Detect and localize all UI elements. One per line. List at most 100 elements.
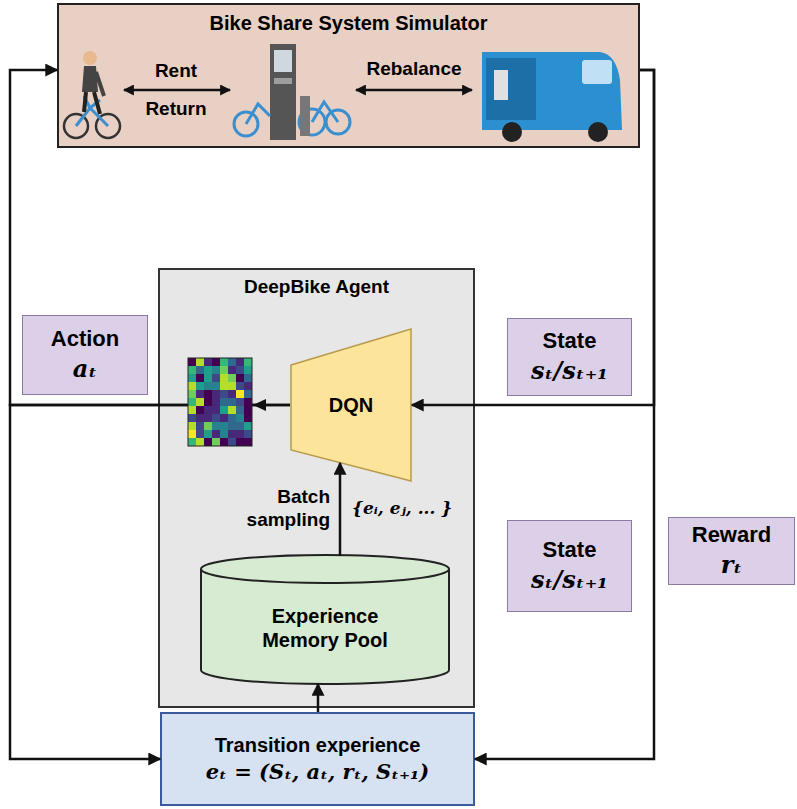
van-icon-part bbox=[588, 122, 608, 142]
heatmap-cells-part bbox=[188, 366, 196, 374]
box-label: Action bbox=[51, 326, 119, 352]
bike-station-icon-part bbox=[246, 102, 338, 124]
heatmap-cells-part bbox=[188, 398, 196, 406]
heatmap-cells-part bbox=[196, 382, 204, 390]
heatmap-cells-part bbox=[220, 406, 228, 414]
heatmap-cells-part bbox=[244, 438, 252, 446]
heatmap-cells-part bbox=[212, 422, 220, 430]
heatmap-cells-part bbox=[204, 374, 212, 382]
heatmap-cells-part bbox=[236, 406, 244, 414]
heatmap-cells-part bbox=[220, 414, 228, 422]
heatmap-cells-part bbox=[244, 374, 252, 382]
heatmap-cells-part bbox=[188, 358, 252, 446]
transition-box: Transition experienceeₜ = (Sₜ, aₜ, rₜ, S… bbox=[160, 712, 475, 806]
heatmap-cells-part bbox=[196, 390, 204, 398]
flow-label: Batch sampling bbox=[228, 486, 330, 532]
arrow-label: Rent bbox=[130, 60, 222, 83]
heatmap-cells-part bbox=[228, 398, 236, 406]
heatmap-cells-part bbox=[212, 406, 220, 414]
van-icon-part bbox=[582, 60, 612, 84]
heatmap-cells-part bbox=[236, 430, 244, 438]
heatmap-cells-part bbox=[188, 390, 196, 398]
flow-arrow bbox=[10, 70, 290, 405]
van-icon-part bbox=[502, 122, 522, 142]
heatmap-cells-part bbox=[228, 390, 236, 398]
heatmap-cells-part bbox=[244, 430, 252, 438]
heatmap-cells-part bbox=[228, 438, 236, 446]
heatmap-cells-part bbox=[236, 390, 244, 398]
heatmap-cells-part bbox=[220, 358, 228, 366]
math-symbol: eₜ = (Sₜ, aₜ, rₜ, Sₜ₊₁) bbox=[206, 759, 430, 784]
heatmap-cells-part bbox=[196, 374, 204, 382]
cyclist-icon-part bbox=[96, 72, 104, 96]
heatmap-cells-part bbox=[236, 422, 244, 430]
heatmap-cells-part bbox=[188, 406, 196, 414]
bike-station-icon bbox=[234, 44, 350, 140]
heatmap-cells-part bbox=[212, 438, 220, 446]
heatmap-cells-part bbox=[188, 422, 196, 430]
heatmap-cells-part bbox=[196, 406, 204, 414]
math-symbol: rₜ bbox=[721, 551, 743, 580]
heatmap-cells-part bbox=[228, 422, 236, 430]
math-symbol: sₜ/sₜ₊₁ bbox=[531, 357, 608, 386]
box-title: Bike Share System Simulator bbox=[210, 11, 488, 35]
heatmap-cells-part bbox=[196, 422, 204, 430]
math-symbol: aₜ bbox=[73, 355, 97, 384]
heatmap-cells-part bbox=[220, 422, 228, 430]
heatmap-cells-part bbox=[204, 390, 212, 398]
heatmap-cells-part bbox=[236, 358, 244, 366]
van-icon-part bbox=[486, 58, 536, 120]
heatmap-cells-part bbox=[236, 414, 244, 422]
heatmap-cells-part bbox=[204, 438, 212, 446]
trapezoid-outline-part bbox=[291, 329, 411, 481]
heatmap-cells-part bbox=[204, 398, 212, 406]
heatmap-cells-part bbox=[228, 430, 236, 438]
heatmap-cells-part bbox=[220, 438, 228, 446]
heatmap-cells-part bbox=[236, 382, 244, 390]
heatmap-cells-part bbox=[244, 406, 252, 414]
heatmap-cells-part bbox=[244, 422, 252, 430]
action-box: Action aₜ bbox=[22, 315, 148, 395]
heatmap-cells-part bbox=[204, 366, 212, 374]
heatmap-cells-part bbox=[236, 438, 244, 446]
heatmap-cells-part bbox=[228, 366, 236, 374]
heatmap-cells-part bbox=[196, 430, 204, 438]
box-label: Reward bbox=[692, 522, 771, 548]
heatmap-cells-part bbox=[212, 430, 220, 438]
box-title: DeepBike Agent bbox=[244, 276, 389, 299]
bike-station-icon-part bbox=[274, 50, 292, 72]
cyclist-icon-part bbox=[82, 66, 98, 92]
flow-arrow bbox=[317, 684, 320, 712]
heatmap-cells-part bbox=[204, 382, 212, 390]
math-symbol: sₜ/sₜ₊₁ bbox=[531, 566, 608, 595]
heatmap-cells-part bbox=[204, 430, 212, 438]
heatmap-cells-part bbox=[212, 366, 220, 374]
state-box: Statesₜ/sₜ₊₁ bbox=[507, 520, 632, 612]
box-label: Transition experience bbox=[215, 733, 421, 757]
heatmap-cells-part bbox=[212, 358, 220, 366]
heatmap-cells-part bbox=[188, 358, 196, 366]
dqn-trapezoid: DQN bbox=[290, 328, 412, 482]
heatmap-cells-part bbox=[220, 398, 228, 406]
heatmap-cells-part bbox=[220, 366, 228, 374]
box-label: DQN bbox=[329, 393, 373, 417]
box-label: Experience Memory Pool bbox=[250, 604, 400, 652]
reward-box: Reward rₜ bbox=[668, 517, 795, 585]
heatmap-cells-part bbox=[212, 382, 220, 390]
heatmap-cells-part bbox=[196, 358, 204, 366]
arrow-label: Return bbox=[126, 98, 226, 121]
heatmap-cells-part bbox=[212, 374, 220, 382]
van-icon bbox=[482, 52, 622, 142]
heatmap-cells-part bbox=[236, 366, 244, 374]
memory-cylinder: Experience Memory Pool bbox=[200, 555, 450, 685]
heatmap-cells-part bbox=[220, 430, 228, 438]
cylinder-outline-part bbox=[201, 569, 449, 583]
heatmap-cells-part bbox=[204, 422, 212, 430]
heatmap-cells-part bbox=[196, 398, 204, 406]
heatmap-cells-part bbox=[236, 374, 244, 382]
heatmap-cells-part bbox=[196, 366, 204, 374]
heatmap-cells-part bbox=[244, 414, 252, 422]
heatmap-cells-part bbox=[204, 358, 212, 366]
